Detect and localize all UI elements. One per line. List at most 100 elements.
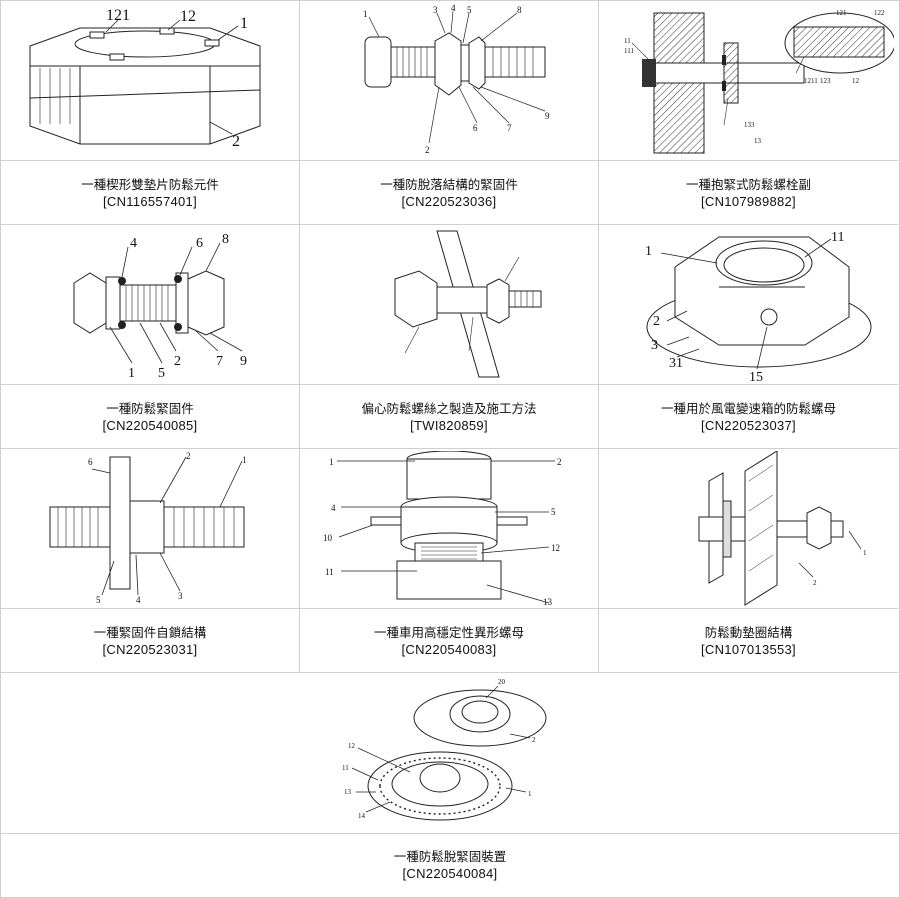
ref-label: 1: [329, 457, 334, 467]
ref-label: 11: [831, 230, 844, 245]
patent-drawing-6: 1 11 2 3 31 15: [599, 225, 898, 385]
clamping-bolt-drawing: 11 111 122 121 13 1211 123 12 133: [604, 3, 894, 158]
ref-label: 5: [467, 5, 472, 15]
ref-label: 9: [240, 354, 247, 369]
ref-label: 14: [358, 812, 366, 820]
ref-label: 1: [363, 9, 368, 19]
ref-label: 4: [451, 3, 456, 13]
ref-label: 5: [158, 366, 165, 381]
patent-cell-2: 1 3 4 5 8 2 6 7 9 一種防脫落結構的緊固件 [CN2205230…: [300, 1, 599, 225]
patent-title: 防鬆動墊圈結構: [705, 624, 793, 641]
ref-label: 13: [754, 137, 762, 145]
ref-label: 15: [749, 370, 763, 382]
patent-cell-6: 1 11 2 3 31 15 一種用於風電變速箱的防鬆螺母 [CN2205230…: [599, 225, 898, 449]
ref-label: 12: [551, 543, 560, 553]
ref-label: 2: [653, 314, 660, 329]
patent-drawing-8: 1 2 4 5 10 12 11 13: [300, 449, 598, 609]
wedge-washer-drawing: 121 12 1 2: [10, 6, 290, 156]
patent-drawing-4: 4 6 8 1 5 2 7 9: [1, 225, 299, 385]
anti-loose-washer-drawing: 1 2: [609, 451, 889, 606]
ref-label: 11: [325, 567, 334, 577]
ref-label: 12: [348, 742, 356, 750]
ref-label: 1: [128, 366, 135, 381]
patent-caption-4: 一種防鬆緊固件 [CN220540085]: [1, 385, 299, 449]
patent-title: 一種車用高穩定性異形螺母: [374, 624, 524, 641]
patent-cell-4: 4 6 8 1 5 2 7 9 一種防鬆緊固件 [CN220540085]: [1, 225, 300, 449]
patent-title: 一種緊固件自鎖結構: [94, 624, 207, 641]
patent-caption-5: 偏心防鬆螺絲之製造及施工方法 [TWI820859]: [300, 385, 598, 449]
patent-cell-10: 20 2 12 11 13 14 1 一種防鬆脫緊固裝置 [CN22054008…: [1, 673, 899, 895]
patent-cell-7: 6 2 1 5 4 3 一種緊固件自鎖結構 [CN220523031]: [1, 449, 300, 673]
self-lock-fastener-drawing: 6 2 1 5 4 3: [10, 451, 290, 606]
ref-label: 4: [136, 595, 141, 605]
ref-label: 8: [222, 232, 229, 247]
patent-cell-8: 1 2 4 5 10 12 11 13 一種車用高穩定性異形螺母 [CN2205…: [300, 449, 599, 673]
anti-loose-fastener-drawing: 4 6 8 1 5 2 7 9: [10, 227, 290, 382]
ref-label: 3: [651, 338, 658, 353]
ref-label: 12: [852, 77, 860, 85]
patent-caption-8: 一種車用高穩定性異形螺母 [CN220540083]: [300, 609, 598, 673]
ref-label: 1: [863, 549, 867, 557]
ref-label: 2: [813, 579, 817, 587]
patent-number: [CN220540084]: [403, 865, 498, 882]
ref-label: 2: [232, 133, 240, 150]
ref-label: 4: [331, 503, 336, 513]
patent-caption-2: 一種防脫落結構的緊固件 [CN220523036]: [300, 161, 598, 225]
ref-label: 6: [196, 236, 203, 251]
ref-label: 3: [433, 5, 438, 15]
ref-label: 121: [836, 9, 847, 17]
ref-label: 5: [96, 595, 101, 605]
patent-caption-10: 一種防鬆脫緊固裝置 [CN220540084]: [1, 834, 899, 895]
patent-number: [CN116557401]: [103, 193, 197, 210]
patent-number: [CN220540085]: [103, 417, 198, 434]
ref-label: 133: [744, 121, 755, 129]
ref-label: 6: [88, 457, 93, 467]
ref-label: 13: [543, 597, 553, 606]
ref-label: 20: [498, 678, 506, 686]
ref-label: 31: [669, 356, 683, 371]
ref-label: 5: [551, 507, 556, 517]
patent-number: [TWI820859]: [410, 417, 488, 434]
patent-caption-3: 一種抱緊式防鬆螺栓副 [CN107989882]: [599, 161, 898, 225]
patent-drawing-7: 6 2 1 5 4 3: [1, 449, 299, 609]
anti-drop-fastener-drawing: 1 3 4 5 8 2 6 7 9: [309, 3, 589, 158]
ref-label: 3: [178, 591, 183, 601]
grid-row-3: 6 2 1 5 4 3 一種緊固件自鎖結構 [CN220523031]: [1, 449, 899, 673]
patent-number: [CN220523036]: [402, 193, 497, 210]
ref-label: 111: [624, 47, 634, 55]
ref-label: 8: [517, 5, 522, 15]
ref-label: 1: [242, 455, 247, 465]
ref-label: 10: [323, 533, 333, 543]
ref-label: 13: [344, 788, 352, 796]
patent-drawing-5: [300, 225, 598, 385]
patent-title: 一種楔形雙墊片防鬆元件: [81, 176, 219, 193]
patent-drawing-9: 1 2: [599, 449, 898, 609]
patent-drawing-2: 1 3 4 5 8 2 6 7 9: [300, 1, 598, 161]
anti-detach-device-drawing: 20 2 12 11 13 14 1: [330, 674, 570, 832]
patent-caption-7: 一種緊固件自鎖結構 [CN220523031]: [1, 609, 299, 673]
patent-number: [CN107989882]: [701, 193, 796, 210]
patent-title: 一種防鬆緊固件: [106, 400, 194, 417]
patent-number: [CN107013553]: [701, 641, 796, 658]
ref-label: 1: [528, 790, 532, 798]
patent-number: [CN220540083]: [402, 641, 497, 658]
ref-label: 4: [130, 236, 137, 251]
ref-label: 121: [106, 7, 130, 24]
grid-row-2: 4 6 8 1 5 2 7 9 一種防鬆緊固件 [CN220540085]: [1, 225, 899, 449]
patent-caption-1: 一種楔形雙墊片防鬆元件 [CN116557401]: [1, 161, 299, 225]
ref-label: 2: [557, 457, 562, 467]
ref-label: 12: [180, 8, 196, 25]
ref-label: 11: [342, 764, 349, 772]
patent-cell-5: 偏心防鬆螺絲之製造及施工方法 [TWI820859]: [300, 225, 599, 449]
patent-title: 一種抱緊式防鬆螺栓副: [686, 176, 811, 193]
patent-title: 一種防脫落結構的緊固件: [380, 176, 518, 193]
patent-title: 一種用於風電變速箱的防鬆螺母: [661, 400, 836, 417]
patent-drawing-3: 11 111 122 121 13 1211 123 12 133: [599, 1, 898, 161]
ref-label: 7: [507, 123, 512, 133]
ref-label: 7: [216, 354, 223, 369]
ref-label: 122: [874, 9, 885, 17]
ref-label: 11: [624, 37, 631, 45]
wind-gearbox-nut-drawing: 1 11 2 3 31 15: [609, 227, 889, 382]
patent-caption-6: 一種用於風電變速箱的防鬆螺母 [CN220523037]: [599, 385, 898, 449]
